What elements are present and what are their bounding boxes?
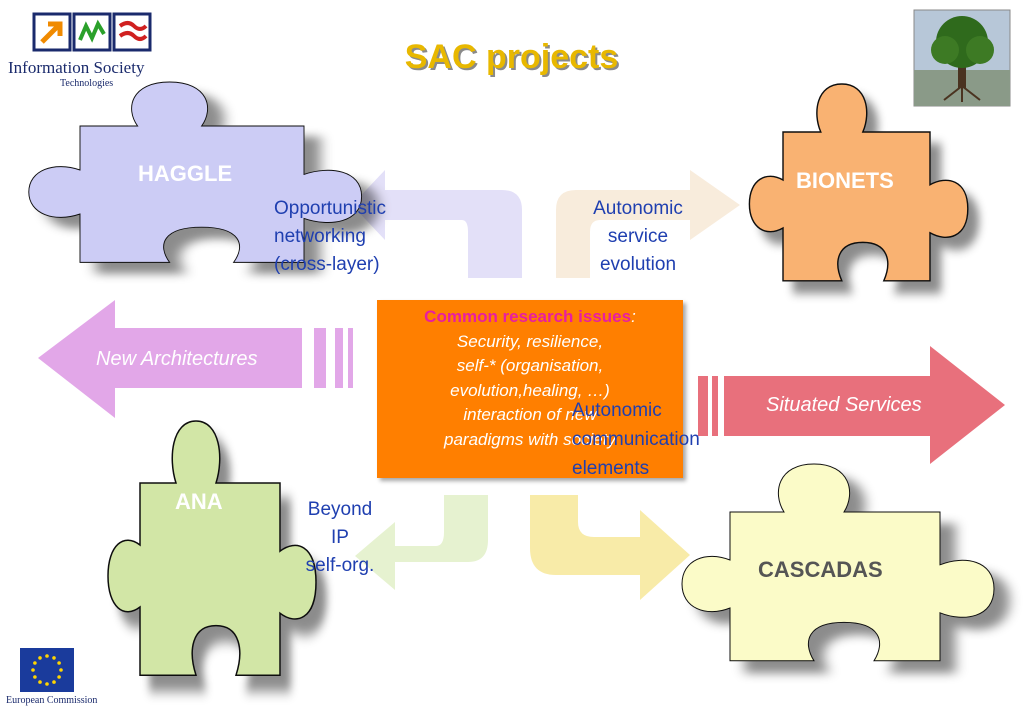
- cascadas-label: CASCADAS: [758, 557, 883, 582]
- eu-star-icon: [57, 661, 61, 665]
- research-issue-line: paradigms with society: [444, 429, 616, 449]
- eu-star-icon: [52, 656, 56, 660]
- eu-star-icon: [45, 682, 49, 686]
- eu-star-icon: [52, 680, 56, 684]
- haggle-label: HAGGLE: [138, 161, 233, 186]
- curved-arrow-to-bionets: [556, 170, 740, 278]
- research-issue-line: evolution,healing, …): [450, 380, 610, 400]
- ana-label: ANA: [175, 489, 223, 514]
- cascadas-puzzle-piece: [682, 464, 994, 661]
- common-research-issues-box: [377, 300, 683, 478]
- ist-logo-text: Information Society: [8, 58, 145, 77]
- eu-star-icon: [45, 654, 49, 658]
- european-commission-label: European Commission: [6, 695, 98, 706]
- arrow-situated-services: [698, 346, 1005, 464]
- common-research-issues-text: Common research issues: Security, resili…: [377, 305, 683, 452]
- ana-puzzle-piece: [108, 421, 316, 675]
- page-title: SAC projects: [404, 38, 619, 76]
- research-issue-line: Security, resilience,: [456, 331, 604, 351]
- eu-star-icon: [31, 668, 35, 672]
- curved-arrow-to-cascadas: [530, 495, 690, 600]
- eu-flag-icon: [20, 648, 74, 692]
- eu-star-icon: [38, 656, 42, 660]
- bionets-label: BIONETS: [796, 168, 894, 193]
- haggle-puzzle-piece: [29, 82, 362, 262]
- ist-logo-subtext: Technologies: [60, 78, 114, 89]
- eu-star-icon: [57, 675, 61, 679]
- ist-logo-icon: [32, 12, 152, 52]
- eu-star-icon: [33, 661, 37, 665]
- bionets-puzzle-piece: [749, 84, 967, 281]
- arrow-new-architectures: [38, 300, 353, 418]
- tree-picture: [913, 9, 1011, 107]
- situated-services-label: Situated Services: [766, 394, 922, 416]
- new-architectures-label: New Architectures: [96, 348, 258, 370]
- eu-star-icon: [38, 680, 42, 684]
- eu-star-icon: [59, 668, 63, 672]
- curved-arrow-to-haggle: [352, 170, 522, 278]
- research-issue-line: self-* (organisation,: [456, 356, 604, 375]
- common-research-issues-heading: Common research issues: [424, 307, 632, 326]
- curved-arrow-to-ana: [355, 495, 488, 590]
- eu-star-icon: [33, 675, 37, 679]
- research-issue-line: interaction of new: [463, 405, 597, 424]
